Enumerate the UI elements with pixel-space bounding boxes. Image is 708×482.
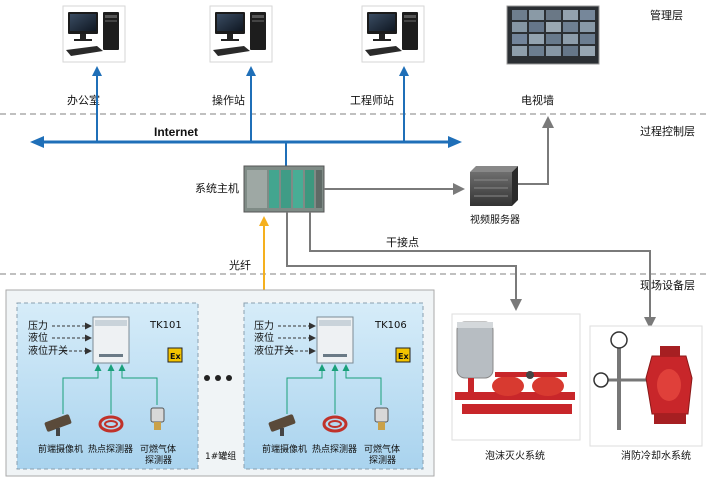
office-workstation bbox=[62, 5, 126, 63]
layer-label-field-devices: 现场设备层 bbox=[640, 278, 695, 292]
layer-label-process-control: 过程控制层 bbox=[640, 124, 695, 138]
tk106-device-heat: 热点探测器 bbox=[312, 443, 357, 455]
foam-fire-system bbox=[451, 313, 581, 441]
tk101-gas-detector bbox=[150, 407, 165, 430]
tk106-input-level: 液位 bbox=[254, 331, 274, 344]
more-tanks-dot-3 bbox=[226, 375, 232, 381]
tk106-ex-badge: Ex bbox=[395, 347, 411, 363]
internet-label: Internet bbox=[154, 125, 198, 139]
cooling-water-system bbox=[589, 325, 703, 447]
svg-text:Ex: Ex bbox=[398, 352, 409, 361]
operator-workstation bbox=[209, 5, 273, 63]
tk101-id: TK101 bbox=[149, 320, 182, 331]
system-host-label: 系统主机 bbox=[195, 181, 239, 195]
foam-system-label: 泡沫灭火系统 bbox=[485, 449, 545, 462]
tk101-camera bbox=[44, 414, 72, 436]
tk106-id: TK106 bbox=[374, 320, 407, 331]
svg-text:Ex: Ex bbox=[170, 352, 181, 361]
tk101-input-pressure: 压力 bbox=[28, 319, 48, 332]
tk106-gas-detector bbox=[374, 407, 389, 430]
tk101-device-detector: 探测器 bbox=[145, 454, 172, 466]
link-video-server-to-wall bbox=[518, 116, 554, 185]
cooling-system-label: 消防冷却水系统 bbox=[621, 449, 691, 462]
video-server-label: 视频服务器 bbox=[470, 213, 520, 226]
tk106-device-detector: 探测器 bbox=[369, 454, 396, 466]
tank-panel-tk101: 压力 液位 液位开关 TK101 Ex 前端摄像机 热点探测 bbox=[16, 302, 199, 470]
fiber-label: 光纤 bbox=[229, 258, 251, 272]
more-tanks-dot-2 bbox=[215, 375, 221, 381]
office-label: 办公室 bbox=[67, 93, 100, 107]
engineer-workstation bbox=[361, 5, 425, 63]
more-tanks-dot-1 bbox=[204, 375, 210, 381]
tk101-device-heat: 热点探测器 bbox=[88, 443, 133, 455]
internet-bus-right-arrowhead bbox=[448, 136, 462, 148]
tk106-heat-detector bbox=[322, 415, 348, 433]
internet-bus-left-arrowhead bbox=[30, 136, 44, 148]
link-host-to-foam bbox=[286, 212, 522, 311]
video-server bbox=[470, 166, 518, 206]
tk106-input-level-switch: 液位开关 bbox=[254, 344, 294, 357]
system-host-plc bbox=[243, 165, 325, 213]
tk106-input-pressure: 压力 bbox=[254, 319, 274, 332]
tk101-heat-detector bbox=[98, 415, 124, 433]
tk106-device-camera: 前端摄像机 bbox=[262, 443, 307, 455]
tk106-device-gas: 可燃气体 bbox=[364, 443, 400, 455]
layer-label-management: 管理层 bbox=[650, 8, 683, 22]
tank-panel-tk106: 压力 液位 液位开关 TK106 Ex 前端摄像机 热点探测器 可燃气体 探测器 bbox=[243, 302, 424, 470]
tk101-ex-badge: Ex bbox=[167, 347, 183, 363]
tk106-camera bbox=[268, 414, 296, 436]
operator-station-label: 操作站 bbox=[212, 93, 245, 107]
tk101-input-level-switch: 液位开关 bbox=[28, 344, 68, 357]
video-wall-label: 电视墙 bbox=[521, 93, 554, 107]
video-wall bbox=[506, 5, 600, 65]
engineer-station-label: 工程师站 bbox=[350, 93, 394, 107]
tank-group-label: 1#罐组 bbox=[205, 450, 236, 462]
link-host-to-cooling bbox=[309, 212, 656, 329]
tk101-device-gas: 可燃气体 bbox=[140, 443, 176, 455]
dry-contact-label: 干接点 bbox=[386, 236, 419, 249]
tk101-input-level: 液位 bbox=[28, 331, 48, 344]
tk101-device-camera: 前端摄像机 bbox=[38, 443, 83, 455]
